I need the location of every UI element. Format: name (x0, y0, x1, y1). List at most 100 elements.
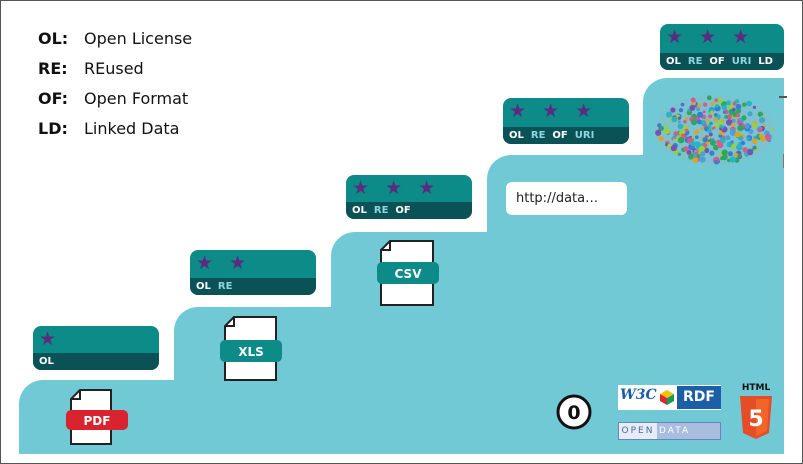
cloud-dot (714, 113, 718, 117)
legend-row-ld: LD: Linked Data (38, 119, 192, 149)
cloud-dot (692, 157, 699, 163)
cloud-dot (677, 123, 684, 130)
cloud-dot (735, 103, 742, 110)
legend-text: Linked Data (84, 119, 180, 138)
cloud-dot (689, 105, 696, 111)
cloud-dot (713, 144, 719, 151)
cloud-dot (709, 150, 715, 156)
badge-one-star: ★ OL (33, 326, 159, 370)
cloud-dot (738, 135, 744, 141)
cloud-dot (752, 145, 757, 150)
label-ld: LD (758, 56, 773, 67)
cloud-dot (686, 150, 692, 155)
cloud-dot (678, 108, 684, 113)
cloud-dot (691, 119, 697, 126)
cloud-dot (710, 102, 715, 106)
cloud-dot (697, 103, 702, 108)
star-rating: ★ (39, 328, 62, 350)
cloud-dot (685, 116, 689, 121)
cloud-dot (710, 139, 716, 146)
cloud-dot (658, 135, 664, 142)
open-data-right: DATA (659, 426, 691, 436)
cloud-dot (748, 129, 754, 134)
cloud-dot (690, 97, 696, 103)
cloud-dot (740, 140, 746, 146)
cloud-dot (696, 154, 701, 158)
cloud-dot (681, 130, 686, 134)
legend-abbr: LD: (38, 119, 68, 138)
cloud-dot (757, 127, 762, 133)
cloud-dot (727, 151, 733, 157)
cloud-dot (671, 116, 678, 123)
cloud-dot (696, 107, 701, 112)
cloud-dot (715, 104, 719, 108)
cloud-dot (717, 98, 723, 104)
cloud-dot (727, 158, 731, 163)
cloud-dot (742, 147, 748, 153)
document-icon: PDF (66, 389, 128, 445)
legend-abbr: OL: (38, 29, 69, 48)
cloud-dot (655, 129, 662, 136)
cloud-dot (717, 142, 724, 149)
legend-row-ol: OL: Open License (38, 29, 192, 59)
legend-row-of: OF: Open Format (38, 89, 192, 119)
cloud-dot (694, 141, 701, 148)
cloud-dot (721, 149, 728, 156)
cloud-dot (753, 135, 757, 140)
html5-text: HTML (741, 383, 771, 393)
cloud-dot (702, 102, 708, 107)
legend-abbr: RE: (38, 59, 68, 78)
cloud-dot (707, 136, 711, 140)
cloud-dot (752, 123, 758, 129)
cc-zero-glyph: 0 (567, 402, 580, 424)
star-rating: ★ ★ ★ (352, 177, 441, 199)
label-of: OF (395, 205, 411, 216)
html5-number: 5 (748, 407, 763, 432)
document-icon: XLS (220, 316, 282, 381)
cloud-dot (725, 100, 731, 106)
cloud-dot (752, 105, 756, 109)
label-of: OF (709, 56, 725, 67)
cloud-dot (746, 100, 752, 107)
cloud-dot (747, 149, 754, 156)
cloud-dot (765, 133, 771, 140)
legend-row-re: RE: REused (38, 59, 192, 89)
legend-abbr: OF: (38, 89, 69, 108)
cloud-dot (666, 111, 673, 118)
cloud-dot (729, 156, 736, 163)
cloud-dot (677, 116, 681, 120)
cloud-dot (680, 102, 685, 107)
cloud-dot (742, 102, 747, 107)
rdf-badge: RDF (677, 386, 721, 409)
label-ol: OL (509, 130, 524, 141)
html5-logo: HTML 5 (738, 383, 774, 441)
cloud-dot (718, 134, 722, 138)
star-rating: ★ ★ (196, 252, 252, 274)
cloud-dot (702, 137, 708, 143)
legend-text: Open License (84, 29, 193, 48)
cloud-dot (730, 128, 735, 133)
cloud-dot (687, 108, 691, 112)
label-re: RE (373, 205, 389, 216)
cloud-dot (721, 119, 725, 123)
legend-text: REused (84, 59, 144, 78)
cloud-dot (735, 99, 740, 104)
cloud-dot (670, 145, 677, 152)
cloud-dot (733, 152, 738, 157)
cloud-dot (719, 127, 722, 131)
cloud-dot (704, 148, 709, 154)
cloud-dot (714, 160, 719, 165)
cloud-dot (663, 128, 671, 135)
linked-data-cloud (655, 95, 787, 168)
cloud-dot (688, 154, 694, 160)
cloud-dot (721, 105, 727, 111)
cloud-dot (726, 114, 732, 120)
legend: OL: Open License RE: REused OF: Open Format… (38, 29, 192, 149)
cloud-dot (719, 137, 726, 144)
legend-text: Open Format (84, 89, 189, 108)
